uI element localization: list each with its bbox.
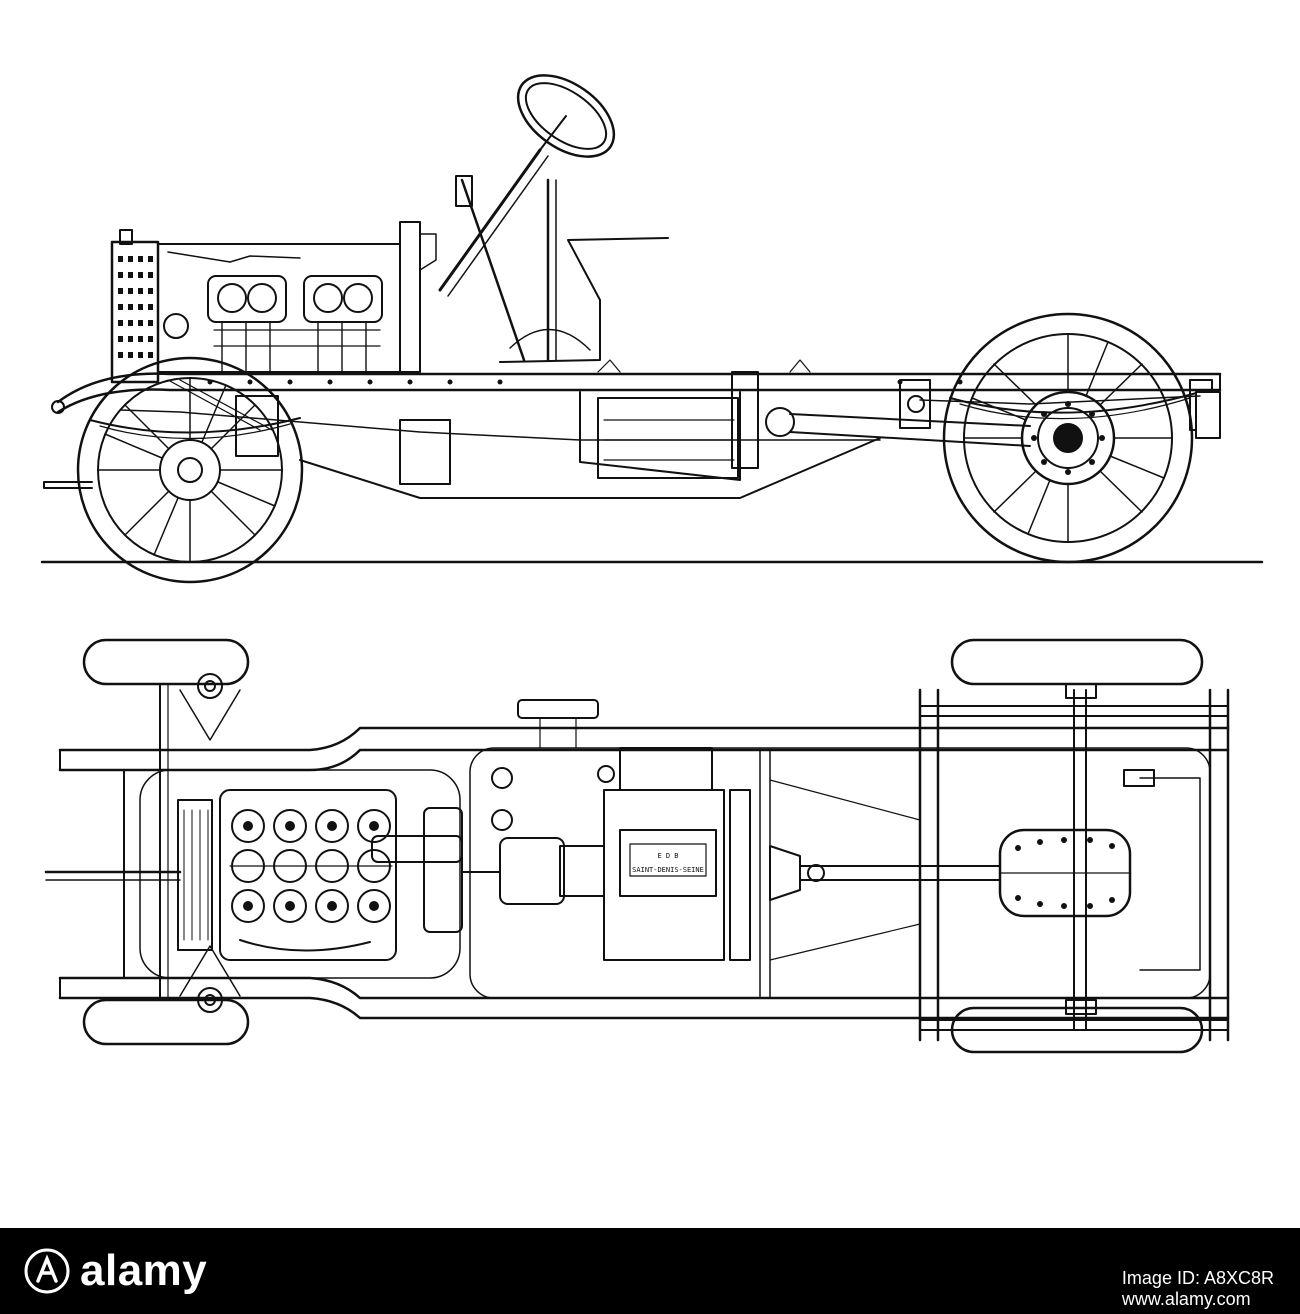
gearbox-plate-top: E D B — [657, 852, 678, 860]
chassis-drawing: E D B SAINT-DENIS-SEINE — [40, 74, 1264, 1054]
fuel-tank — [399, 221, 421, 373]
gearbox-plan: E D B SAINT-DENIS-SEINE — [603, 747, 751, 961]
watermark-bar — [0, 1228, 1300, 1314]
propeller-shaft — [789, 379, 1031, 447]
alamy-logo: alamy — [24, 1246, 207, 1296]
side-frame — [51, 372, 1222, 441]
starting-crank — [43, 481, 93, 489]
stock-id-block: Image ID: A8XC8R www.alamy.com — [1122, 1268, 1274, 1309]
front-left-tyre — [82, 638, 250, 686]
front-spring — [89, 417, 301, 434]
radiator-plan — [177, 799, 213, 951]
pedal-box — [517, 699, 599, 719]
radiator — [110, 229, 160, 384]
front-right-tyre — [82, 998, 250, 1046]
rear-wheel — [942, 312, 1194, 564]
site-url: www.alamy.com — [1121, 1288, 1251, 1309]
control-levers — [455, 175, 591, 362]
gearbox-plate-bottom: SAINT-DENIS-SEINE — [632, 866, 704, 874]
plan-frame — [58, 688, 1230, 1042]
rear-left-tyre — [950, 638, 1204, 686]
image-id: A8XC8R — [1203, 1268, 1274, 1288]
front-axle — [159, 673, 241, 1013]
side-elevation — [40, 74, 1264, 584]
steering — [438, 74, 616, 297]
plan-view: E D B SAINT-DENIS-SEINE — [44, 638, 1230, 1054]
underpan — [299, 437, 881, 499]
front-wheel — [76, 356, 304, 584]
rear-axle — [998, 683, 1132, 1031]
flywheel — [423, 807, 463, 933]
clutch-plan — [491, 765, 615, 905]
gearbox-side — [579, 359, 811, 481]
rear-spring — [949, 391, 1201, 414]
alamy-a-icon — [24, 1248, 70, 1294]
brand-name: alamy — [80, 1246, 208, 1295]
image-id-label: Image ID: — [1121, 1268, 1200, 1288]
engine-side — [157, 243, 451, 485]
seat — [499, 237, 669, 363]
engine-plan — [219, 789, 463, 961]
shaft-plan — [769, 845, 1001, 901]
